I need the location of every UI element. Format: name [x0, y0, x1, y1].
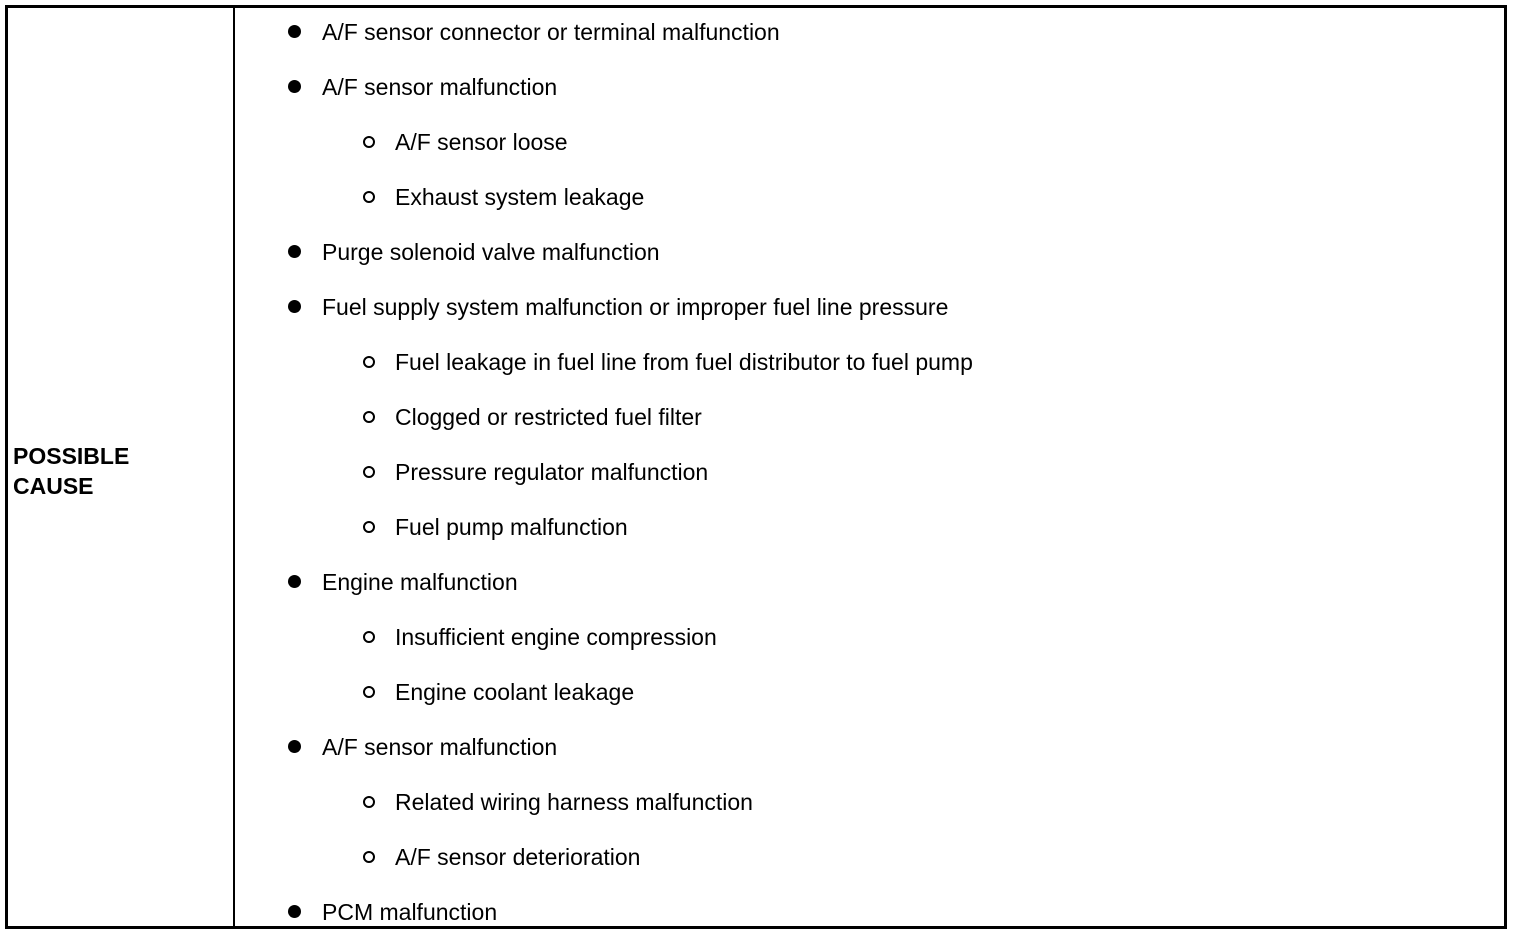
cause-item: Fuel supply system malfunction or improp…	[288, 290, 948, 320]
cause-item: A/F sensor malfunction	[288, 70, 557, 100]
hollow-bullet-icon	[363, 685, 375, 698]
cause-subitem: A/F sensor loose	[363, 125, 568, 155]
cause-text: Insufficient engine compression	[395, 623, 717, 650]
cause-subitem: Insufficient engine compression	[363, 620, 717, 650]
cause-subitem: Exhaust system leakage	[363, 180, 644, 210]
hollow-bullet-icon	[363, 630, 375, 643]
cause-text: PCM malfunction	[322, 898, 498, 925]
filled-bullet-icon	[288, 740, 301, 754]
cause-subitem: Fuel leakage in fuel line from fuel dist…	[363, 345, 973, 375]
cause-subitem: Clogged or restricted fuel filter	[363, 400, 702, 430]
cause-text: A/F sensor malfunction	[322, 733, 558, 760]
cause-subitem: Related wiring harness malfunction	[363, 785, 753, 815]
possible-cause-label: POSSIBLE CAUSE	[13, 443, 130, 499]
filled-bullet-icon	[288, 575, 301, 589]
cause-text: A/F sensor deterioration	[395, 843, 641, 870]
cause-subitem: Pressure regulator malfunction	[363, 455, 708, 485]
cause-item: Purge solenoid valve malfunction	[288, 235, 660, 265]
cause-subitem: Engine coolant leakage	[363, 675, 634, 705]
cause-text: A/F sensor loose	[395, 128, 568, 155]
label-cell: POSSIBLE CAUSE	[8, 8, 235, 926]
cause-text: Related wiring harness malfunction	[395, 788, 753, 815]
cause-text: A/F sensor connector or terminal malfunc…	[322, 18, 780, 45]
filled-bullet-icon	[288, 300, 301, 314]
cause-item: PCM malfunction	[288, 895, 497, 925]
causes-cell: A/F sensor connector or terminal malfunc…	[235, 8, 1504, 926]
cause-text: Engine coolant leakage	[395, 678, 635, 705]
hollow-bullet-icon	[363, 190, 375, 203]
filled-bullet-icon	[288, 905, 301, 919]
filled-bullet-icon	[288, 25, 301, 39]
cause-subitem: Fuel pump malfunction	[363, 510, 628, 540]
hollow-bullet-icon	[363, 850, 375, 863]
cause-text: A/F sensor malfunction	[322, 73, 558, 100]
cause-item: A/F sensor connector or terminal malfunc…	[288, 15, 780, 45]
hollow-bullet-icon	[363, 410, 375, 423]
cause-item: Engine malfunction	[288, 565, 518, 595]
hollow-bullet-icon	[363, 795, 375, 808]
filled-bullet-icon	[288, 245, 301, 259]
cause-text: Fuel leakage in fuel line from fuel dist…	[395, 348, 973, 375]
cause-text: Exhaust system leakage	[395, 183, 645, 210]
cause-text: Engine malfunction	[322, 568, 518, 595]
cause-subitem: A/F sensor deterioration	[363, 840, 640, 870]
cause-text: Pressure regulator malfunction	[395, 458, 709, 485]
hollow-bullet-icon	[363, 465, 375, 478]
cause-text: Clogged or restricted fuel filter	[395, 403, 702, 430]
cause-text: Fuel supply system malfunction or improp…	[322, 293, 949, 320]
cause-item: A/F sensor malfunction	[288, 730, 557, 760]
cause-text: Purge solenoid valve malfunction	[322, 238, 660, 265]
hollow-bullet-icon	[363, 355, 375, 368]
hollow-bullet-icon	[363, 520, 375, 533]
possible-cause-table: POSSIBLE CAUSE A/F sensor connector or t…	[5, 5, 1507, 929]
filled-bullet-icon	[288, 80, 301, 94]
cause-text: Fuel pump malfunction	[395, 513, 628, 540]
hollow-bullet-icon	[363, 135, 375, 148]
